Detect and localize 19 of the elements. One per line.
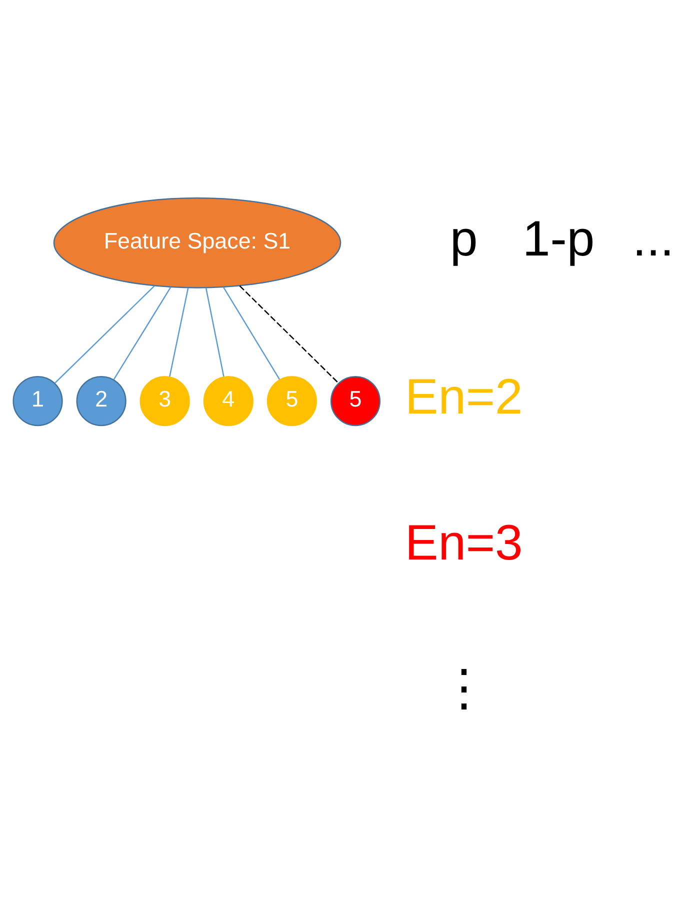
node-circle: 5 — [330, 376, 381, 426]
label: En=3 — [404, 514, 523, 570]
label: 1-p — [522, 210, 595, 266]
connector — [54, 284, 155, 384]
connector — [239, 284, 339, 384]
node-circle: 2 — [76, 376, 126, 426]
node-circle: 4 — [203, 376, 254, 426]
label: ⋮ — [438, 660, 489, 716]
label: En=2 — [404, 368, 523, 424]
label: ... — [632, 210, 674, 266]
label: p — [450, 210, 478, 266]
connector — [169, 287, 189, 376]
connector — [113, 286, 172, 380]
node-ellipse: Feature Space: S1 — [53, 196, 342, 288]
connector — [222, 286, 280, 380]
node-circle: 3 — [140, 376, 190, 426]
node-circle: 5 — [266, 376, 317, 426]
node-circle: 1 — [12, 376, 63, 426]
connector — [205, 287, 224, 376]
